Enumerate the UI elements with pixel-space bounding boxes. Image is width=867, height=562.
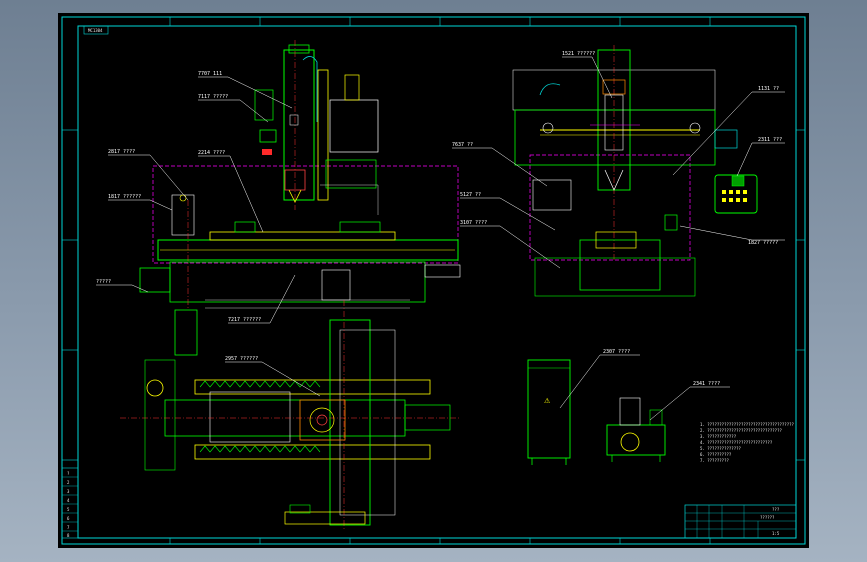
title-scale: 1:5	[772, 531, 780, 536]
corner-tag: MC1304	[88, 28, 103, 33]
note-4: 4. ???????????????????????????	[700, 440, 773, 445]
note-6: 6. ??????????	[700, 452, 732, 457]
callout-6: ?????	[96, 279, 111, 285]
note-5: 5. ??????????????	[700, 446, 742, 451]
drawing-paper	[58, 13, 809, 548]
callout-7: 7217 ??????	[228, 317, 261, 323]
parts-row-6: 6	[67, 516, 70, 521]
callout-1: 7707 111	[198, 71, 222, 77]
callout-12: 3107 ????	[460, 220, 487, 226]
control-pendant	[714, 174, 758, 214]
side-view	[512, 45, 738, 297]
callout-5: 1817 ??????	[108, 194, 141, 200]
parts-row-3: 3	[67, 489, 70, 494]
corner-tag-box	[83, 25, 109, 35]
note-7: 7. ?????????	[700, 458, 729, 463]
callout-9: 1521 ??????	[562, 51, 595, 57]
callout-3: 2817 ????	[108, 149, 135, 155]
callouts: 7707 111 7117 ????? 2817 ???? 2214 ???? …	[96, 51, 782, 387]
parts-row-2: 2	[67, 480, 70, 485]
front-view	[139, 40, 461, 310]
warning-icon: ⚠	[544, 397, 551, 405]
electrical-cabinet: ⚠	[527, 359, 571, 465]
callout-15: 1827 ?????	[748, 240, 778, 246]
parts-row-7: 7	[67, 525, 70, 530]
title-block: ??? ?????? 1:5	[684, 504, 797, 539]
callout-16: 2307 ????	[603, 349, 630, 355]
title-code: ??????	[760, 515, 775, 520]
technical-notes: 1. ???????????????????????????????????? …	[700, 422, 795, 463]
parts-row-8: 8	[67, 533, 70, 538]
callout-17: 2341 ????	[693, 381, 720, 387]
callout-11: 5127 ??	[460, 192, 481, 198]
zone-ticks	[62, 17, 805, 544]
callout-8: 2957 ??????	[225, 356, 258, 362]
plan-view	[120, 300, 460, 530]
note-2: 2. ???????????????????????????????	[700, 428, 782, 433]
parts-row-1: ?	[67, 471, 70, 476]
callout-4: 2214 ????	[198, 150, 225, 156]
callout-14: 2311 ???	[758, 137, 782, 143]
title-name: ???	[772, 507, 780, 512]
note-3: 3. ????????????	[700, 434, 737, 439]
hydraulic-unit	[606, 397, 666, 462]
parts-row-5: 5	[67, 507, 70, 512]
callout-13: 1131 ??	[758, 86, 779, 92]
leader-lines	[96, 56, 785, 421]
parts-row-4: 4	[67, 498, 70, 503]
outer-frame	[61, 16, 806, 545]
inner-frame	[77, 25, 797, 539]
callout-2: 7117 ?????	[198, 94, 228, 100]
callout-10: 7637 ??	[452, 142, 473, 148]
note-1: 1. ????????????????????????????????????	[700, 422, 795, 427]
parts-list: ? 2 3 4 5 6 7 8	[61, 467, 79, 539]
